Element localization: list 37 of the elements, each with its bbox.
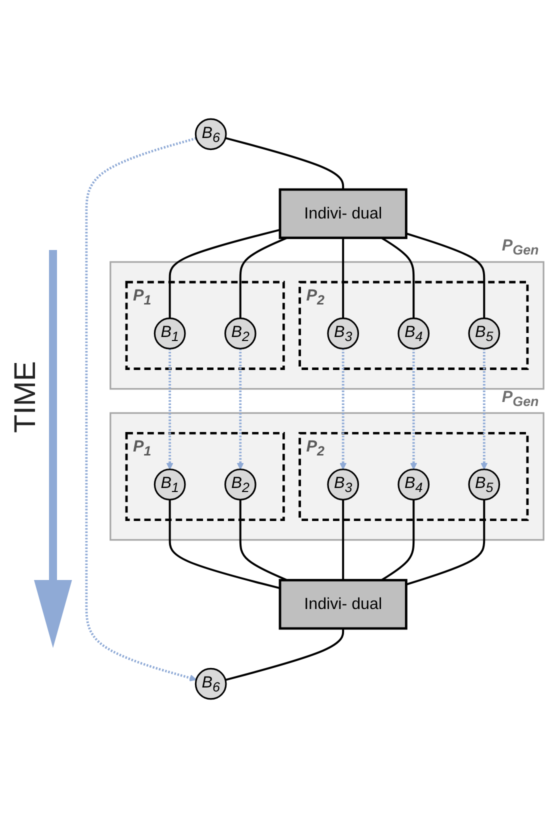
node-circle: B$_{5}$ <box>468 318 500 350</box>
connector <box>239 500 288 582</box>
connector <box>406 232 486 318</box>
arrow <box>480 348 488 470</box>
node-circle: B$_{4}$ <box>398 468 430 500</box>
cluster <box>110 412 544 541</box>
node-circle: B$_{4}$ <box>398 318 430 350</box>
connector <box>168 500 280 590</box>
node-circle: B$_{6}$ <box>194 118 227 150</box>
connector <box>342 500 344 580</box>
arrow <box>85 137 197 682</box>
node-circle: B$_{6}$ <box>194 668 227 700</box>
node-circle: B$_{5}$ <box>468 468 500 500</box>
axis-label: TIME <box>8 361 43 433</box>
node-circle: B$_{2}$ <box>224 318 256 350</box>
cluster <box>110 261 544 390</box>
node-circle: B$_{1}$ <box>154 468 186 500</box>
arrow <box>340 348 347 470</box>
connector <box>406 500 486 586</box>
node-label: P$_{Gen}$ <box>502 237 539 258</box>
connector <box>342 238 344 318</box>
node-circle: B$_{3}$ <box>327 318 360 350</box>
connector <box>168 228 280 318</box>
node-box: Indivi- dual <box>278 188 408 240</box>
node-circle: B$_{3}$ <box>327 468 360 500</box>
connector <box>225 137 344 190</box>
connector <box>381 500 415 582</box>
arrow <box>166 348 174 470</box>
node-label: P$_{Gen}$ <box>502 388 539 409</box>
node-circle: B$_{1}$ <box>154 318 186 350</box>
arrow <box>410 348 418 470</box>
connector <box>225 628 344 681</box>
connector <box>239 236 288 318</box>
connector <box>381 236 415 318</box>
node-box: Indivi- dual <box>278 578 408 630</box>
node-circle: B$_{2}$ <box>224 468 256 500</box>
arrow <box>236 348 244 470</box>
